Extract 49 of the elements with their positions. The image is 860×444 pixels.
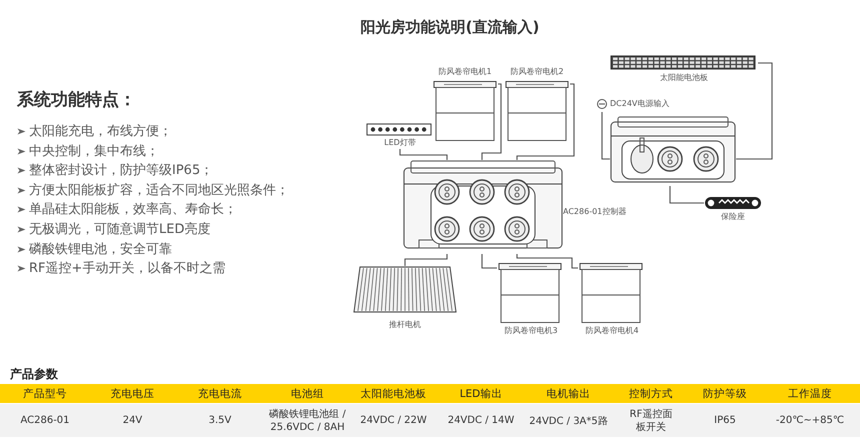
table-header-cell: 产品型号 — [0, 384, 90, 403]
wire — [601, 112, 610, 160]
table-cell: IP65 — [690, 404, 760, 437]
wire — [516, 83, 575, 160]
table-header-cell: 电池组 — [265, 384, 350, 403]
table-cell: AC286-01 — [0, 404, 90, 437]
table-cell: 24VDC / 14W — [437, 404, 525, 437]
part-label: 保险座 — [720, 211, 746, 222]
table-header-cell: 电机输出 — [525, 384, 612, 403]
list-item: 无极调光，可随意调节LED亮度 — [29, 221, 210, 238]
controller-label: AC286-01控制器 — [563, 206, 625, 217]
section-heading: 系统功能特点： — [17, 89, 136, 111]
list-item: 单晶硅太阳能板，效率高、寿命长； — [29, 201, 237, 218]
title: 阳光房功能说明(直流输入) — [360, 18, 540, 37]
wire — [404, 254, 448, 266]
list-item: 太阳能充电，布线方便； — [29, 123, 172, 140]
table-header-cell: LED输出 — [437, 384, 525, 403]
table-header-cell: 控制方式 — [612, 384, 690, 403]
list-item: 磷酸铁锂电池，安全可靠 — [29, 240, 172, 258]
table-cell: 24VDC / 22W — [350, 404, 437, 437]
list-item: RF遥控+手动开关，以备不时之需 — [29, 260, 226, 278]
table-header-cell: 太阳能电池板 — [350, 384, 437, 403]
wire — [516, 254, 578, 269]
part-label: 防风卷帘电机4 — [584, 325, 640, 336]
table-header-cell: 充电电压 — [90, 384, 175, 403]
wire — [669, 186, 704, 204]
part-label: 太阳能电池板 — [659, 72, 709, 83]
table-cell: 24VDC / 3A*5路 — [525, 404, 612, 437]
part-label: LED灯带 — [383, 137, 417, 148]
table-cell: RF遥控面板开关 — [612, 404, 690, 437]
table-header-cell: 充电电流 — [175, 384, 265, 403]
part-label: 防风卷帘电机2 — [509, 66, 565, 77]
part-label: 防风卷帘电机1 — [437, 66, 493, 77]
part-label: 防风卷帘电机3 — [503, 325, 559, 336]
wire — [481, 254, 497, 269]
table-cell: 24V — [90, 404, 175, 437]
wire — [736, 62, 773, 160]
wire — [399, 149, 448, 160]
list-item: 方便太阳能板扩容，适合不同地区光照条件； — [29, 182, 289, 199]
table-header-cell: 工作温度 — [760, 384, 860, 403]
table-cell: 3.5V — [175, 404, 265, 437]
list-item: 中央控制，集中布线； — [29, 142, 159, 160]
table-cell: -20℃~+85℃ — [760, 404, 860, 437]
list-item: 整体密封设计，防护等级IP65； — [29, 162, 214, 180]
section-heading: 产品参数 — [10, 366, 58, 383]
wire — [481, 83, 502, 160]
part-label: 推杆电机 — [388, 319, 422, 330]
table-cell: 磷酸铁锂电池组 / 25.6VDC / 8AH — [265, 404, 350, 437]
table-header-cell: 防护等级 — [690, 384, 760, 403]
